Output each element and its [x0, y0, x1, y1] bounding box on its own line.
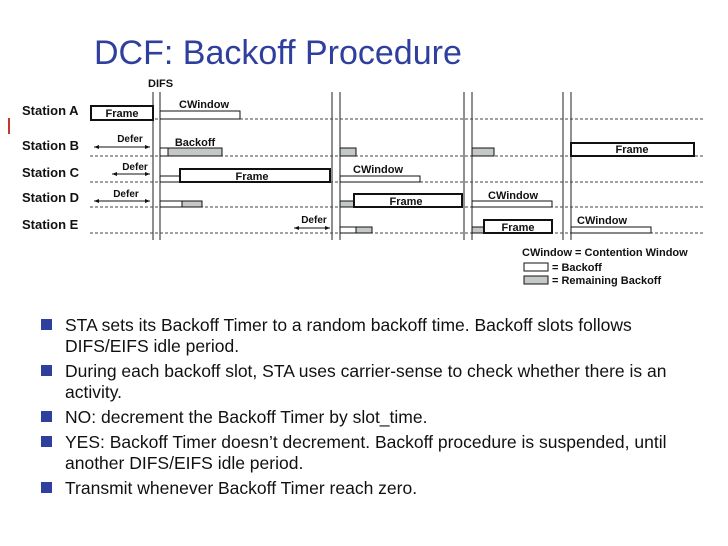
station-label-c: Station C	[22, 165, 80, 180]
arrow-head	[145, 199, 150, 203]
frame-box	[483, 219, 553, 234]
remaining-backoff-box	[339, 200, 355, 208]
red-edge-mark	[8, 118, 10, 134]
remaining-backoff-box	[471, 147, 495, 157]
defer-label: Defer	[113, 189, 139, 200]
bullet-text: Transmit whenever Backoff Timer reach ze…	[65, 478, 418, 498]
square-bullet-icon	[41, 436, 52, 447]
legend-cwindow-definition: CWindow = Contention Window	[522, 247, 688, 259]
remaining-backoff-box	[167, 147, 223, 157]
square-bullet-icon	[41, 411, 52, 422]
station-label-d: Station D	[22, 190, 79, 205]
station-b-row: Defer Backoff Frame	[94, 134, 695, 157]
arrow-head	[145, 145, 150, 149]
cwindow-box	[159, 110, 241, 120]
defer-label: Defer	[117, 134, 143, 145]
bullet-item: YES: Backoff Timer doesn’t decrement. Ba…	[38, 432, 698, 474]
arrow-head	[94, 199, 99, 203]
arrow-head	[294, 226, 299, 230]
square-bullet-icon	[41, 365, 52, 376]
station-label-e: Station E	[22, 217, 79, 232]
frame-box	[90, 105, 154, 121]
bullet-item: Transmit whenever Backoff Timer reach ze…	[38, 478, 698, 499]
frame-box-label: Frame	[389, 196, 422, 208]
arrow-head	[325, 226, 330, 230]
legend-backoff-label: = Backoff	[552, 262, 602, 274]
frame-box	[353, 193, 463, 208]
cwindow-box	[339, 175, 421, 183]
bullet-item: NO: decrement the Backoff Timer by slot_…	[38, 407, 698, 428]
remaining-backoff-box	[355, 226, 373, 234]
legend-remaining-label: = Remaining Backoff	[552, 275, 661, 287]
bullet-text: During each backoff slot, STA uses carri…	[65, 361, 667, 402]
frame-box	[179, 168, 331, 183]
backoff-box	[159, 175, 181, 183]
arrow-head	[112, 172, 117, 176]
bullet-item: STA sets its Backoff Timer to a random b…	[38, 315, 698, 357]
backoff-label: Backoff	[175, 137, 216, 149]
difs-label: DIFS	[148, 78, 173, 90]
arrow-head	[94, 145, 99, 149]
defer-label: Defer	[301, 215, 327, 226]
remaining-backoff-box	[471, 226, 485, 234]
legend-remaining-swatch	[523, 275, 549, 285]
cwindow-label: CWindow	[353, 164, 403, 176]
cwindow-label: CWindow	[577, 215, 627, 227]
bullet-list: STA sets its Backoff Timer to a random b…	[38, 315, 698, 503]
bullet-item: During each backoff slot, STA uses carri…	[38, 361, 698, 403]
frame-box-label: Frame	[615, 144, 648, 156]
bullet-text: YES: Backoff Timer doesn’t decrement. Ba…	[65, 432, 667, 473]
square-bullet-icon	[41, 319, 52, 330]
legend-backoff-swatch	[523, 262, 549, 272]
cwindow-box	[570, 226, 652, 234]
cwindow-label: CWindow	[179, 99, 229, 111]
cwindow-box	[471, 200, 553, 208]
frame-box-label: Frame	[235, 171, 268, 183]
station-c-row: Defer Frame CWindow	[112, 162, 421, 183]
diagram-legend: CWindow = Contention Window = Backoff = …	[522, 247, 688, 287]
station-label-a: Station A	[22, 103, 79, 118]
square-bullet-icon	[41, 482, 52, 493]
station-a-row: Frame CWindow	[90, 99, 241, 121]
frame-box-label: Frame	[501, 222, 534, 234]
remaining-backoff-box	[339, 147, 357, 157]
station-d-row: Defer Frame CWindow	[94, 189, 553, 208]
backoff-timing-diagram: DIFS Station A Station B Station C Stati…	[22, 78, 705, 287]
slide-title: DCF: Backoff Procedure	[94, 34, 462, 72]
bullet-text: NO: decrement the Backoff Timer by slot_…	[65, 407, 428, 427]
defer-label: Defer	[122, 162, 148, 173]
frame-box	[570, 142, 695, 157]
frame-box-label: Frame	[105, 108, 138, 120]
station-label-b: Station B	[22, 138, 79, 153]
bullet-text: STA sets its Backoff Timer to a random b…	[65, 315, 632, 356]
cwindow-label: CWindow	[488, 190, 538, 202]
arrow-head	[145, 172, 150, 176]
station-e-row: Defer Frame CWindow	[294, 215, 652, 234]
remaining-backoff-box	[181, 200, 203, 208]
